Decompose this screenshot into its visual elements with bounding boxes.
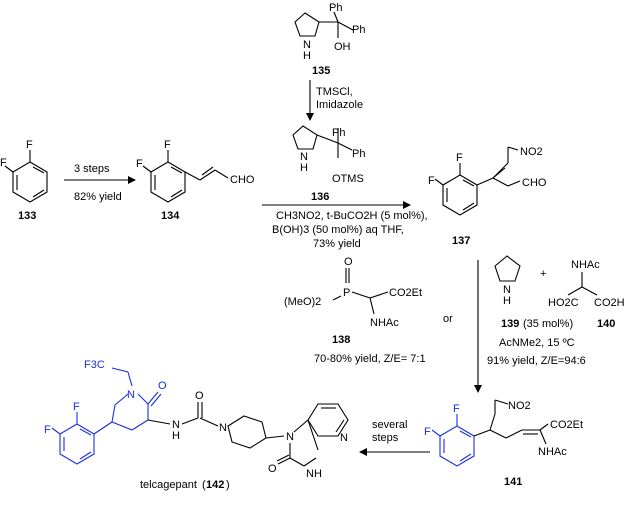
atom-label: (MeO)2	[284, 296, 321, 308]
atom-label: CO2Et	[389, 287, 422, 299]
or-label: or	[443, 313, 453, 325]
compound-141-structure: F F NO2 CO2Et NHAc	[424, 399, 583, 467]
compound-142-structure: F F N O F3C N H O N N	[44, 359, 349, 480]
atom-label: NHAc	[538, 446, 567, 458]
atom-label: Ph	[352, 148, 365, 160]
atom-label: Ph	[332, 127, 345, 139]
yield-label: 70-80% yield, Z/E= 7:1	[314, 353, 426, 365]
compound-140-structure: NHAc HO2C CO2H	[548, 259, 625, 309]
atom-label: NO2	[520, 146, 543, 158]
atom-label: N	[172, 419, 180, 431]
atom-label: F	[136, 158, 143, 170]
step-label: steps	[372, 432, 399, 444]
atom-label: O	[268, 463, 277, 475]
yield-label: 73% yield	[313, 238, 361, 250]
atom-label: Ph	[352, 24, 365, 36]
reagent-label: Imidazole	[316, 99, 363, 111]
compound-133-structure: F F	[0, 139, 48, 203]
reagent-label: AcNMe2, 15 ºC	[499, 337, 575, 349]
atom-label: Ph	[329, 2, 342, 14]
compound-label-138: 138	[332, 334, 350, 346]
atom-label: O	[344, 256, 353, 268]
step-label: several	[372, 419, 407, 431]
atom-label: NO2	[508, 400, 531, 412]
atom-label: F3C	[84, 359, 105, 371]
yield-label: 82% yield	[74, 191, 122, 203]
atom-label: F	[26, 139, 33, 151]
atom-label: P	[343, 287, 350, 299]
compound-137-structure: F F NO2 CHO	[428, 146, 547, 216]
atom-label: N	[340, 432, 348, 444]
paren-open: (	[202, 479, 206, 491]
compound-label-133: 133	[18, 210, 36, 222]
atom-label: F	[428, 175, 435, 187]
compound-label-134: 134	[161, 210, 180, 222]
compound-label-140: 140	[597, 318, 615, 330]
atom-label: H	[300, 162, 308, 174]
reagent-label: CH3NO2, t-BuCO2H (5 mol%),	[276, 210, 428, 222]
atom-label: F	[0, 157, 7, 169]
compound-135-structure: N H Ph Ph OH	[294, 2, 365, 62]
atom-label: N	[303, 39, 311, 51]
compound-label-139: 139	[501, 318, 519, 330]
reagent-label: TMSCl,	[316, 86, 353, 98]
atom-label: OH	[334, 41, 351, 53]
atom-label: NHAc	[571, 259, 600, 271]
compound-label-136: 136	[311, 191, 329, 203]
compound-label-137: 137	[452, 235, 470, 247]
compound-138-structure: O P (MeO)2 CO2Et NHAc	[284, 256, 422, 329]
atom-label: N	[286, 431, 294, 443]
loading-label: (35 mol%)	[523, 318, 573, 330]
atom-label: H	[303, 50, 311, 62]
atom-label: NHAc	[370, 317, 399, 329]
atom-label: H	[172, 430, 180, 442]
step-label: 3 steps	[74, 163, 110, 175]
atom-label: F	[73, 401, 80, 413]
atom-label: CHO	[230, 174, 255, 186]
yield-label: 91% yield, Z/E=94:6	[487, 355, 586, 367]
atom-label: F	[424, 426, 431, 438]
compound-label-135: 135	[312, 65, 330, 77]
atom-label: F	[44, 424, 51, 436]
atom-label: CO2Et	[550, 419, 583, 431]
atom-label: F	[456, 152, 463, 164]
atom-label: N	[219, 422, 227, 434]
compound-136-structure: N H Ph Ph OTMS	[292, 125, 365, 185]
plus-sign: +	[540, 268, 546, 280]
compound-134-structure: F F CHO	[136, 139, 255, 203]
paren-close: )	[226, 479, 230, 491]
atom-label: N	[300, 151, 308, 163]
compound-label-142: 142	[206, 479, 224, 491]
product-name: telcagepant	[140, 479, 197, 491]
atom-label: CO2H	[594, 297, 625, 309]
reagent-label: B(OH)3 (50 mol%) aq THF,	[272, 224, 404, 236]
atom-label: OTMS	[332, 173, 364, 185]
atom-label: H	[503, 295, 511, 307]
atom-label: HO2C	[548, 297, 579, 309]
atom-label: O	[195, 390, 204, 402]
atom-label: CHO	[522, 177, 547, 189]
atom-label: NH	[306, 468, 322, 480]
compound-139-structure: N H	[494, 255, 521, 307]
atom-label: F	[453, 403, 460, 415]
atom-label: N	[503, 284, 511, 296]
compound-label-141: 141	[504, 476, 522, 488]
atom-label: F	[164, 139, 171, 151]
atom-label: O	[158, 380, 167, 392]
atom-label: N	[127, 389, 135, 401]
